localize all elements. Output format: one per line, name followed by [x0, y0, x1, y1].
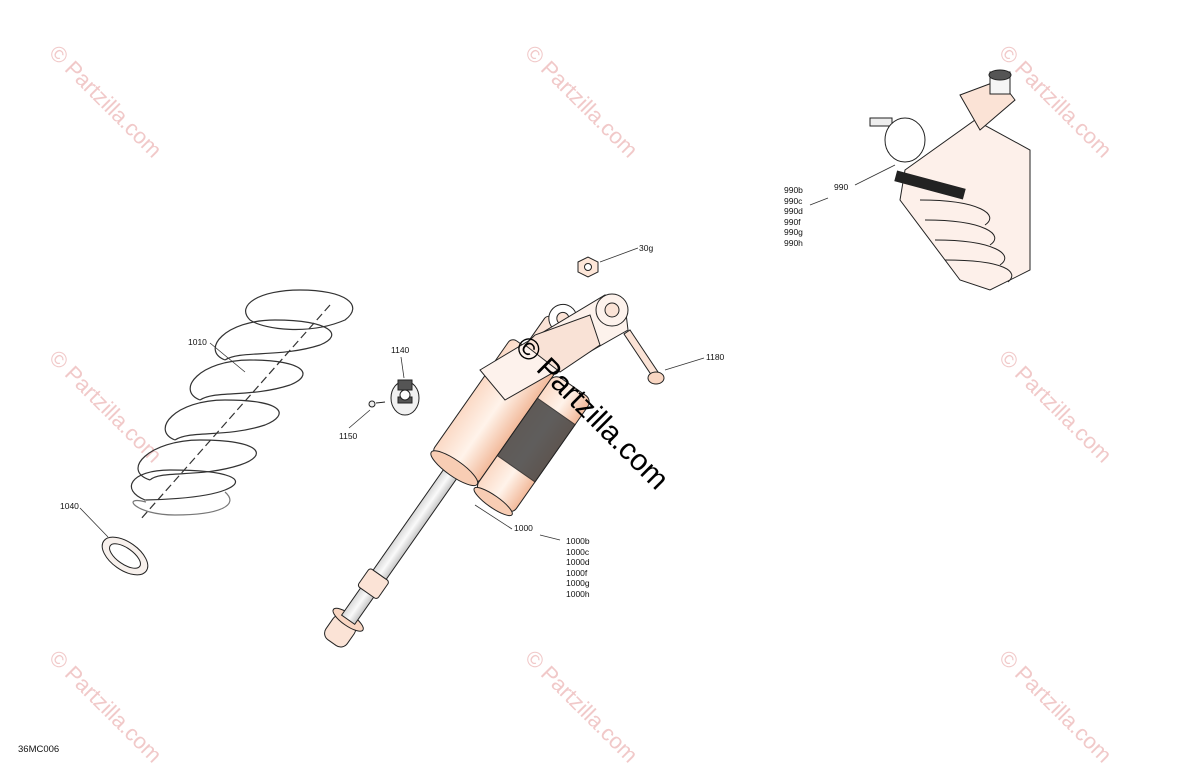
callout-1000: 1000 — [514, 523, 533, 533]
coil-spring-1010 — [130, 289, 354, 521]
callout-1000g: 1000g — [566, 578, 590, 588]
callout-990b: 990b — [784, 185, 803, 195]
nut-30g — [577, 256, 599, 278]
bolt-1180 — [623, 329, 665, 385]
adjuster-knob-1140 — [390, 379, 420, 416]
callout-990: 990 — [834, 182, 849, 192]
screw-1150 — [368, 400, 386, 408]
callout-990f: 990f — [784, 216, 801, 227]
callout-1180: 1180 — [706, 352, 725, 362]
callout-990d: 990d — [784, 206, 803, 216]
callout-1150: 1150 — [339, 431, 358, 441]
callout-1000c: 1000c — [566, 546, 590, 557]
leader-lines — [79, 164, 896, 541]
callout-1000d: 1000d — [566, 557, 590, 567]
spring-seat-1040 — [101, 536, 149, 576]
shock-assembly-990 — [869, 69, 1031, 291]
callout-1000h: 1000h — [566, 588, 590, 599]
callout-1000b: 1000b — [566, 536, 590, 546]
callout-1000f: 1000f — [566, 567, 588, 578]
callout-1000-variants: 1000b 1000c 1000d 1000f 1000g 1000h — [566, 536, 590, 599]
callout-1040: 1040 — [60, 501, 79, 511]
callout-990c: 990c — [784, 195, 803, 206]
callout-1140: 1140 — [391, 345, 410, 355]
upper-mount-arm — [479, 293, 629, 401]
callout-990-variants: 990b 990c 990d 990f 990g 990h — [784, 185, 803, 248]
callout-990g: 990g — [784, 227, 803, 237]
callout-990h: 990h — [784, 237, 803, 248]
callout-30g: 30g — [639, 243, 654, 253]
figure-code: 36MC006 — [18, 744, 60, 755]
callout-1010: 1010 — [188, 337, 207, 347]
